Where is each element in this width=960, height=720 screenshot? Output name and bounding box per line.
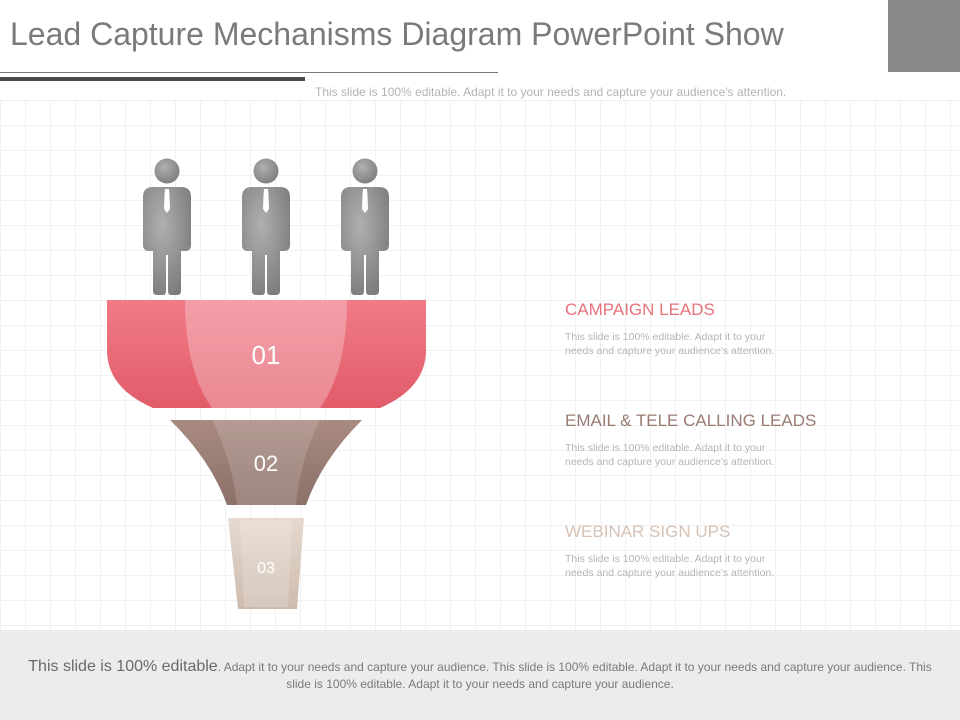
stage-2-description: This slide is 100% editable. Adapt it to… bbox=[565, 442, 775, 468]
funnel-stage-1: 01 bbox=[107, 300, 426, 408]
footer-bar: This slide is 100% editable. Adapt it to… bbox=[0, 630, 960, 720]
stage-3-number: 03 bbox=[257, 560, 275, 577]
funnel-stage-3: 03 bbox=[228, 518, 304, 609]
title-rule bbox=[0, 72, 498, 73]
stage-2-title: EMAIL & TELE CALLING LEADS bbox=[565, 411, 817, 430]
footer-text: This slide is 100% editable. Adapt it to… bbox=[20, 658, 940, 693]
stage-3-text: WEBINAR SIGN UPS This slide is 100% edit… bbox=[565, 522, 865, 580]
stage-1-text: CAMPAIGN LEADS This slide is 100% editab… bbox=[565, 300, 865, 358]
stage-3-description: This slide is 100% editable. Adapt it to… bbox=[565, 553, 775, 579]
stage-1-title: CAMPAIGN LEADS bbox=[565, 300, 715, 319]
footer-lead: This slide is 100% editable bbox=[28, 658, 218, 675]
stage-2-text: EMAIL & TELE CALLING LEADS This slide is… bbox=[565, 411, 865, 469]
footer-body: . Adapt it to your needs and capture you… bbox=[217, 660, 932, 691]
title-accent-rule bbox=[0, 77, 305, 81]
funnel-diagram: 01 02 03 bbox=[107, 158, 426, 609]
person-icon bbox=[341, 158, 389, 295]
person-icon bbox=[143, 158, 191, 295]
slide-title: Lead Capture Mechanisms Diagram PowerPoi… bbox=[10, 16, 784, 52]
corner-block bbox=[888, 0, 960, 72]
person-icon bbox=[242, 158, 290, 295]
stage-1-description: This slide is 100% editable. Adapt it to… bbox=[565, 331, 775, 357]
funnel-stage-2: 02 bbox=[170, 420, 362, 505]
stage-2-number: 02 bbox=[254, 451, 278, 476]
stage-1-number: 01 bbox=[252, 340, 281, 370]
slide-subtitle: This slide is 100% editable. Adapt it to… bbox=[315, 85, 787, 99]
stage-3-title: WEBINAR SIGN UPS bbox=[565, 522, 731, 541]
people-group bbox=[143, 158, 389, 295]
